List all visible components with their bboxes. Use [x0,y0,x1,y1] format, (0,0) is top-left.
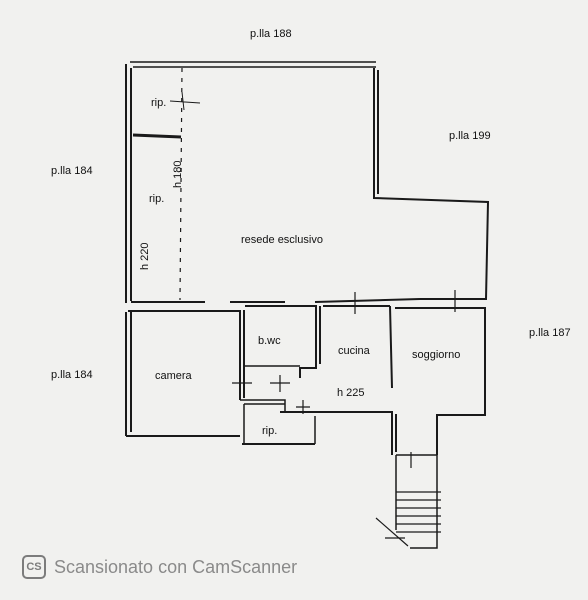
storage-divider-wall [132,133,182,139]
rip-walls [243,404,316,444]
storage-right-wall [179,67,183,301]
stair-diagonal [375,517,409,547]
apartment-left-wall [125,312,132,436]
apartment-bottom-wall [126,411,397,455]
room-label-rip-top: rip. [151,97,167,109]
height-label-h180: h 180 [172,160,184,188]
camscanner-text: Scansionato con CamScanner [54,556,298,577]
stair-steps [396,491,441,533]
room-label-camera: camera [155,370,192,382]
camscanner-footer: CS Scansionato con CamScanner [22,553,297,581]
parcel-label-right-top: p.lla 199 [449,130,491,142]
storage-tick-top [169,91,201,111]
room-label-rip-mid: rip. [149,193,165,205]
parcel-label-right-bottom: p.lla 187 [529,327,571,339]
parcel-label-top: p.lla 188 [250,28,292,40]
resede-bottom-wall [131,298,421,303]
top-boundary-wall [130,61,376,68]
room-label-cucina: cucina [338,345,370,357]
room-label-rip-bottom: rip. [262,425,278,437]
height-label-h225: h 225 [337,387,365,399]
room-label-soggiorno: soggiorno [412,349,461,361]
resede-outer-wall [125,64,490,303]
stair-box [395,454,438,549]
room-label-resede: resede esclusivo [241,234,323,246]
door-ticks [232,290,456,539]
apartment-top-wall [128,305,486,455]
parcel-label-left-bottom: p.lla 184 [51,369,93,381]
parcel-label-left-top: p.lla 184 [51,165,93,177]
height-label-h220: h 220 [139,242,151,270]
wc-walls [240,365,300,412]
camscanner-logo-icon: CS [22,555,46,579]
room-label-bwc: b.wc [258,335,281,347]
